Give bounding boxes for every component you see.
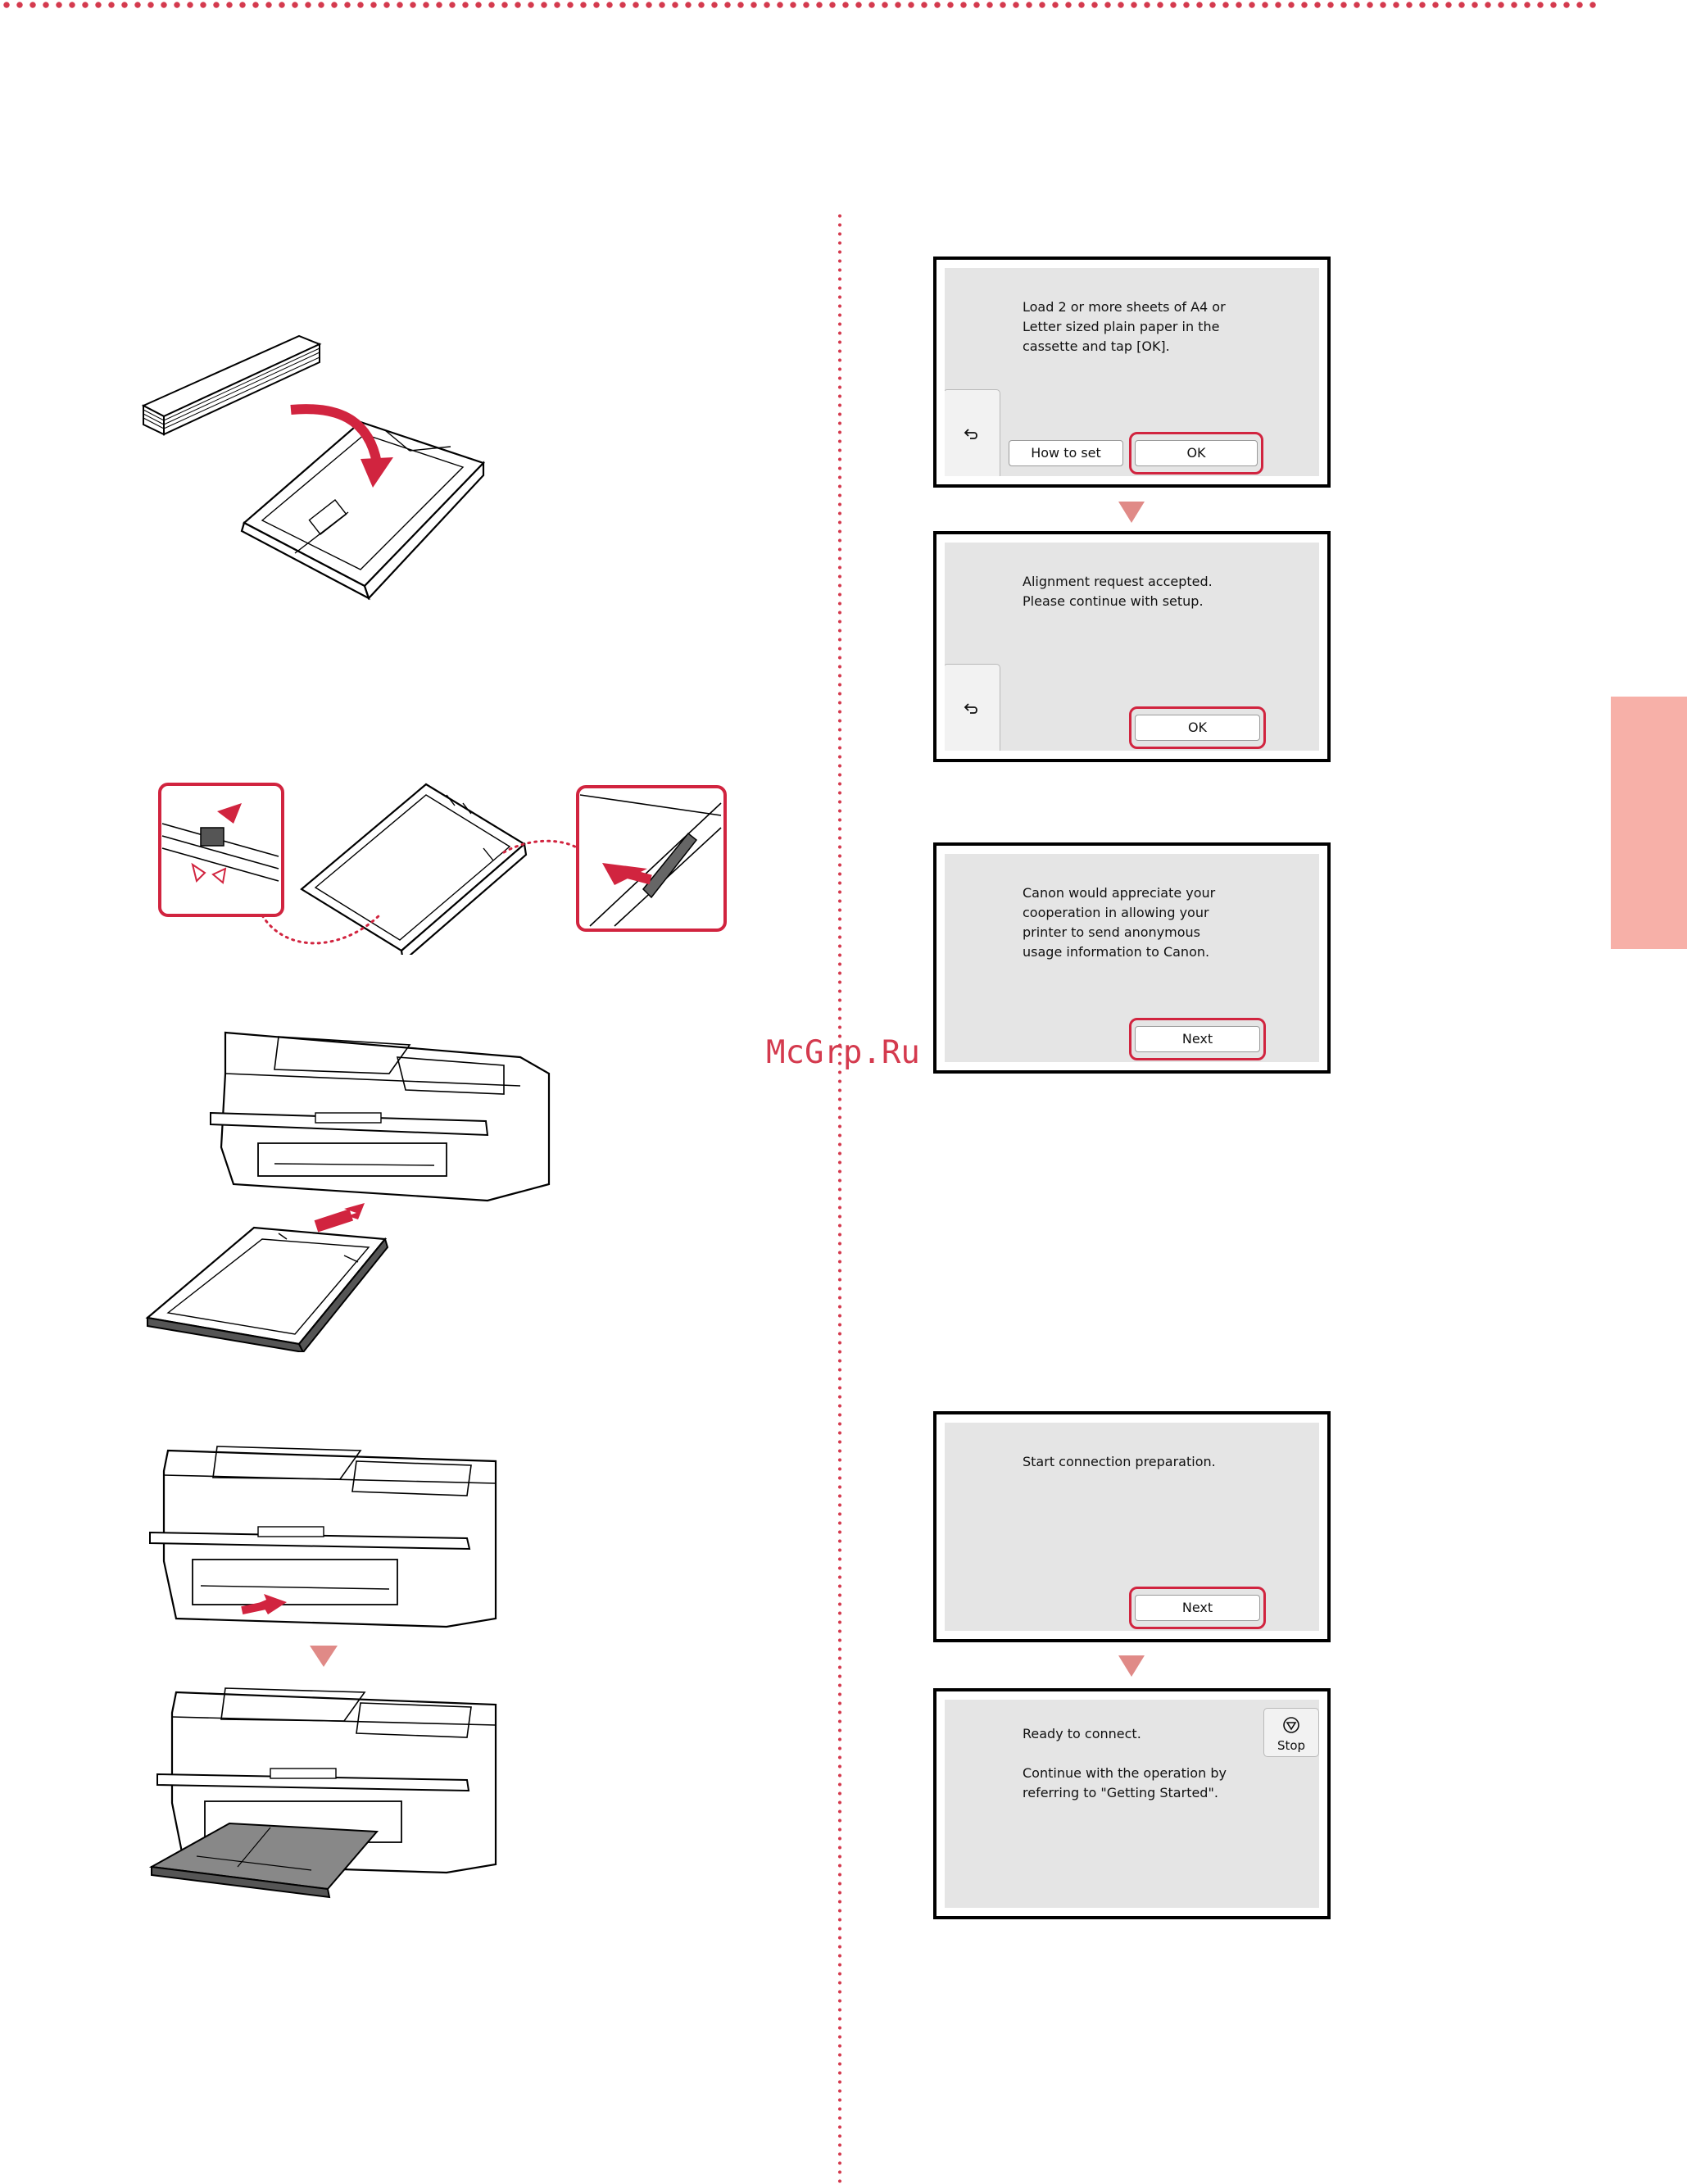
highlight-ring	[1129, 706, 1266, 749]
screen-message: Load 2 or more sheets of A4 or Letter si…	[1023, 299, 1226, 354]
screen-message: Ready to connect. Continue with the oper…	[1023, 1726, 1227, 1800]
column-divider	[837, 211, 842, 2184]
step-arrow-down	[310, 1646, 338, 1667]
illustration-printer-tray-closed	[149, 1446, 497, 1628]
screen-load-paper: Load 2 or more sheets of A4 or Letter si…	[933, 257, 1331, 488]
screen-panel: Ready to connect. Continue with the oper…	[945, 1700, 1319, 1908]
back-button[interactable]	[945, 389, 1000, 476]
illustration-insert-cassette	[145, 1031, 551, 1352]
back-arrow-icon	[964, 429, 977, 439]
screen-usage-info: Canon would appreciate your cooperation …	[933, 842, 1331, 1074]
illustration-load-paper	[141, 334, 486, 601]
back-arrow-icon	[964, 703, 977, 714]
stop-label: Stop	[1277, 1738, 1306, 1753]
stop-icon	[1283, 1717, 1299, 1733]
highlight-ring	[1129, 1018, 1266, 1060]
step-arrow-down	[1118, 502, 1145, 523]
next-button[interactable]: Next	[1135, 1026, 1260, 1052]
how-to-set-button[interactable]: How to set	[1009, 440, 1123, 466]
step-arrow-down	[1118, 1655, 1145, 1677]
illustration-printer-tray-open	[148, 1687, 497, 1899]
screen-connection-prep: Start connection preparation. Next	[933, 1411, 1331, 1642]
screen-panel: Alignment request accepted. Please conti…	[945, 543, 1319, 751]
top-dotted-border	[0, 0, 1598, 10]
watermark: McGrp.Ru	[766, 1034, 920, 1071]
ok-button[interactable]: OK	[1135, 440, 1258, 466]
back-button[interactable]	[945, 664, 1000, 751]
highlight-ring	[1129, 432, 1263, 474]
screen-panel: Canon would appreciate your cooperation …	[945, 854, 1319, 1062]
screen-message: Alignment request accepted. Please conti…	[1023, 574, 1213, 609]
illustration-paper-guides	[158, 783, 727, 955]
screen-panel: Load 2 or more sheets of A4 or Letter si…	[945, 268, 1319, 476]
screen-panel: Start connection preparation. Next	[945, 1423, 1319, 1631]
highlight-ring	[1129, 1587, 1266, 1629]
screen-message: Start connection preparation.	[1023, 1454, 1216, 1469]
next-button[interactable]: Next	[1135, 1595, 1260, 1621]
screen-alignment-accepted: Alignment request accepted. Please conti…	[933, 531, 1331, 762]
stop-button[interactable]: Stop	[1263, 1708, 1319, 1757]
ok-button[interactable]: OK	[1135, 715, 1260, 741]
section-side-tab	[1611, 697, 1687, 949]
screen-message: Canon would appreciate your cooperation …	[1023, 885, 1216, 960]
screen-ready-to-connect: Ready to connect. Continue with the oper…	[933, 1688, 1331, 1919]
